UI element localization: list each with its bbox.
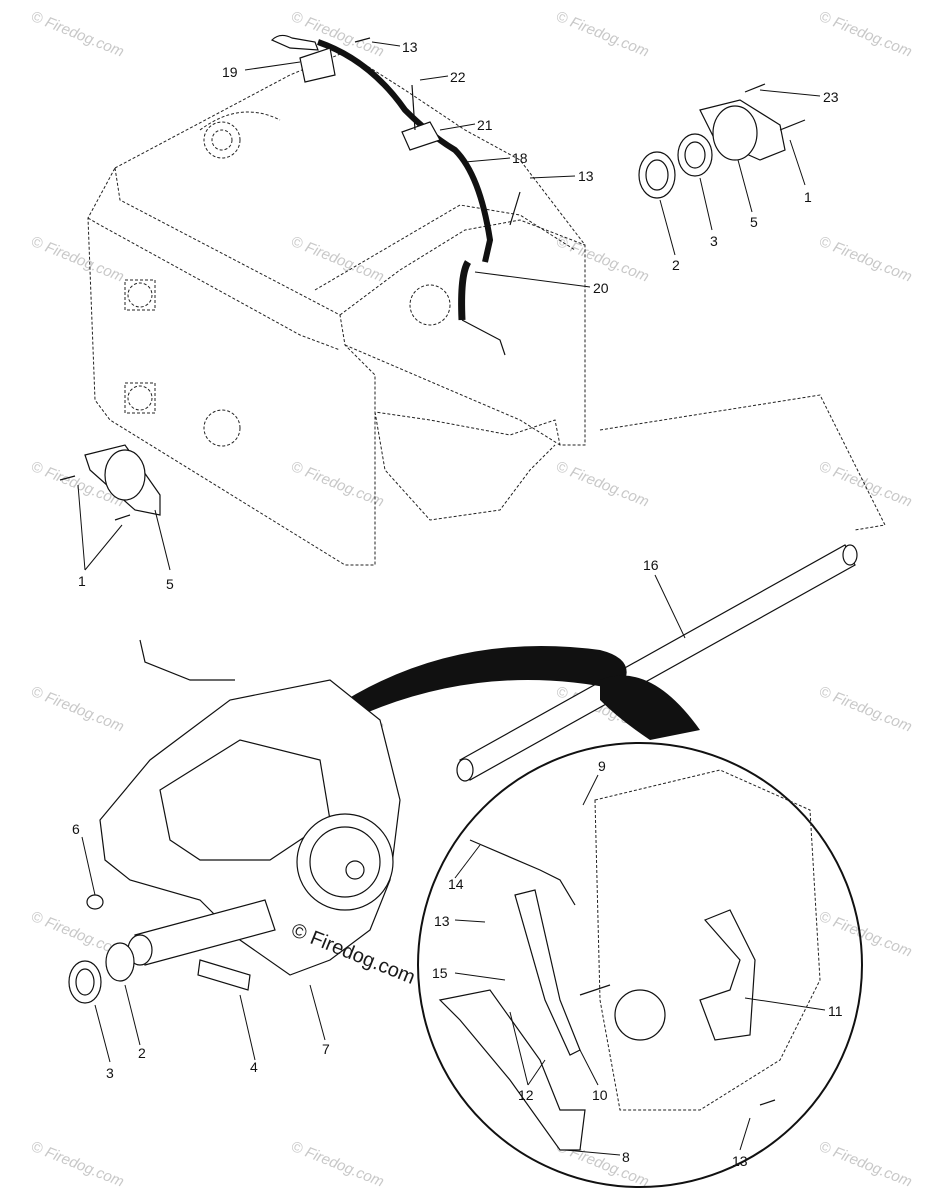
watermark: © Firedog.com — [817, 8, 915, 61]
watermark: © Firedog.com — [289, 233, 387, 286]
callout-7: 7 — [322, 1041, 330, 1057]
callout-21: 21 — [477, 117, 493, 133]
watermark: © Firedog.com — [29, 683, 127, 736]
callout-2: 2 — [138, 1045, 146, 1061]
left-bearing-flange — [59, 444, 161, 521]
watermark: © Firedog.com — [29, 1138, 127, 1191]
callout-10: 10 — [592, 1087, 608, 1103]
detail-inset — [417, 675, 863, 1188]
callout-22: 22 — [450, 69, 466, 85]
watermark: © Firedog.com — [554, 458, 652, 511]
leader-lines — [77, 41, 826, 1156]
watermark: © Firedog.com — [817, 233, 915, 286]
callout-1: 1 — [78, 573, 86, 589]
watermark: © Firedog.com — [817, 908, 915, 961]
callout-13: 13 — [732, 1153, 748, 1169]
callout-3: 3 — [710, 233, 718, 249]
callout-5: 5 — [166, 576, 174, 592]
housing-frame — [87, 51, 886, 566]
watermark: © Firedog.com — [554, 233, 652, 286]
callout-labels: 13 19 22 21 18 13 20 23 1 5 3 2 1 5 16 6… — [72, 39, 843, 1169]
callout-3: 3 — [106, 1065, 114, 1081]
callout-8: 8 — [622, 1149, 630, 1165]
callout-19: 19 — [222, 64, 238, 80]
watermark: © Firedog.com — [289, 1138, 387, 1191]
callout-13: 13 — [434, 913, 450, 929]
callout-14: 14 — [448, 876, 464, 892]
watermark: © Firedog.com — [817, 458, 915, 511]
callout-12: 12 — [518, 1087, 534, 1103]
watermark: © Firedog.com — [817, 683, 915, 736]
upper-cable-assembly — [270, 34, 521, 356]
callout-6: 6 — [72, 821, 80, 837]
watermark: © Firedog.com — [29, 8, 127, 61]
callout-15: 15 — [432, 965, 448, 981]
transmission-assembly — [68, 639, 627, 1004]
callout-2: 2 — [672, 257, 680, 273]
callout-13: 13 — [402, 39, 418, 55]
callout-4: 4 — [250, 1059, 258, 1075]
callout-1: 1 — [804, 189, 812, 205]
callout-11: 11 — [828, 1003, 843, 1019]
callout-9: 9 — [598, 758, 606, 774]
watermark: © Firedog.com — [289, 458, 387, 511]
watermark: © Firedog.com — [554, 8, 652, 61]
right-bearing-stack — [638, 83, 806, 199]
watermark: © Firedog.com — [29, 233, 127, 286]
watermark: © Firedog.com — [817, 1138, 915, 1191]
callout-5: 5 — [750, 214, 758, 230]
callout-13: 13 — [578, 168, 594, 184]
callout-20: 20 — [593, 280, 609, 296]
axle-tube — [456, 544, 858, 782]
callout-18: 18 — [512, 150, 528, 166]
callout-16: 16 — [643, 557, 659, 573]
callout-23: 23 — [823, 89, 839, 105]
